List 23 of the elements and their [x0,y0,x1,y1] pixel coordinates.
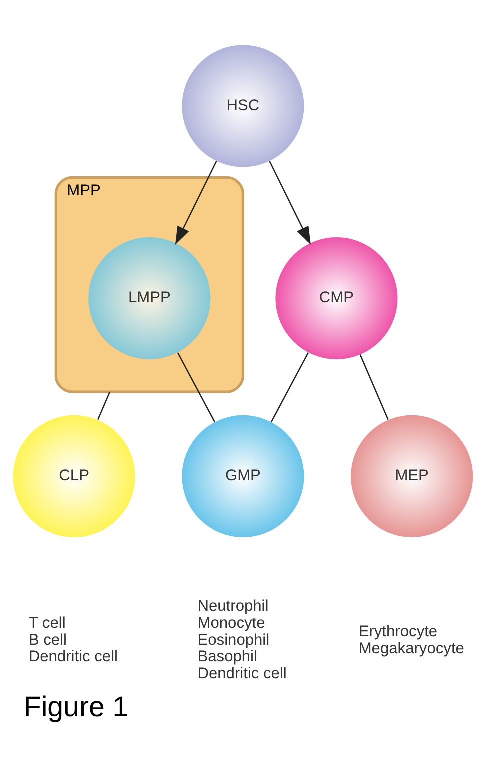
node-label: Basophil [198,648,258,666]
node-label: B cell [28,631,67,648]
node-label: Erythrocyte [358,622,438,640]
node-label: Eosinophil [198,631,270,648]
node-label: Dendritic cell [198,665,287,682]
node-circle: MEP [351,414,474,538]
connector [360,354,389,420]
node-circle: GMP [182,414,304,538]
node-label: Monocyte [198,614,266,632]
arrow [269,160,311,244]
connector [98,391,111,420]
node-label: Neutrophil [198,598,269,615]
node-circle: CLP [13,414,136,538]
connector [270,352,309,422]
caption: Figure 1 [24,690,129,723]
connector [177,352,216,422]
node-label: Megakaryocyte [358,640,464,657]
node-label: T cell [28,614,66,632]
node-circle: HSC [182,44,304,167]
arrow [175,160,218,244]
node-circle: CMP [276,236,398,360]
node-circle: LMPP [88,236,211,360]
node-label: Dendritic cell [28,648,118,666]
